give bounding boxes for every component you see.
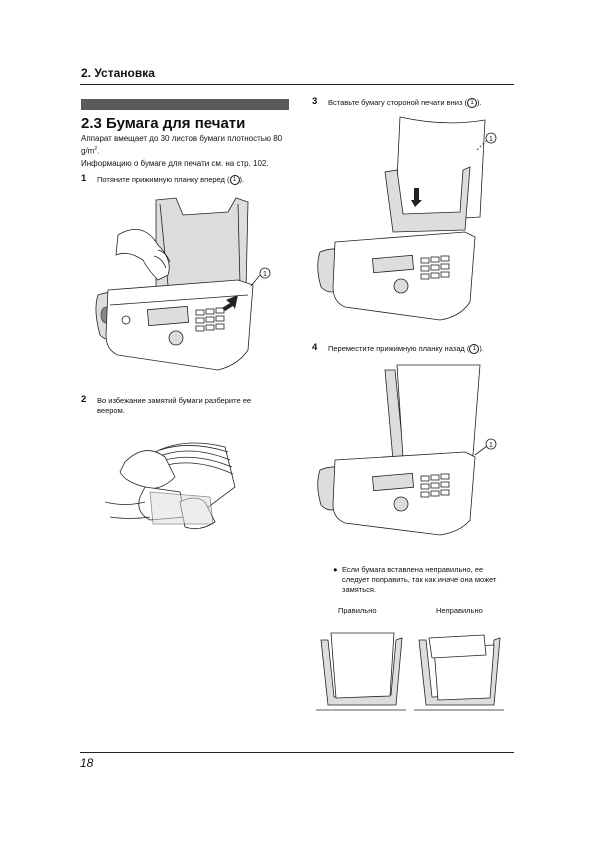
- callout-ref-icon: 1: [229, 175, 240, 186]
- note-line-3: замяться.: [342, 585, 377, 594]
- illustration-pull-lever: 1: [95, 197, 271, 371]
- page-number: 18: [80, 756, 94, 770]
- illustration-correct: [316, 632, 406, 711]
- step-3-number: 3: [312, 96, 318, 107]
- footer-rule: [80, 752, 514, 753]
- step-4-end: ).: [479, 344, 484, 353]
- intro-line-1: Аппарат вмещает до 30 листов бумаги плот…: [81, 134, 283, 143]
- callout-ref-icon: 1: [469, 344, 480, 355]
- step-4-label: Переместите прижимную планку назад (: [328, 344, 470, 353]
- intro-paragraph: Аппарат вмещает до 30 листов бумаги плот…: [81, 133, 282, 169]
- step-2-number: 2: [81, 394, 87, 405]
- illustration-insert-paper: 1: [317, 116, 497, 321]
- unit-period: .: [97, 146, 100, 156]
- section-bar: [81, 99, 289, 110]
- step-3-label: Вставьте бумагу стороной печати вниз (: [328, 98, 468, 107]
- step-4-number: 4: [312, 342, 318, 353]
- callout-number: 1: [489, 442, 493, 449]
- step-1-text: Потяните прижимную планку вперед (1).: [97, 175, 245, 186]
- unit-text: g/m: [81, 146, 95, 156]
- running-header: 2. Установка: [81, 66, 155, 80]
- intro-line-3: Информацию о бумаге для печати см. на ст…: [81, 158, 269, 168]
- step-4-text: Переместите прижимную планку назад (1).: [328, 344, 484, 355]
- label-correct: Правильно: [338, 606, 377, 615]
- step-2-text: Во избежание замятий бумаги разберите ее…: [97, 396, 251, 416]
- step-3-end: ).: [477, 98, 482, 107]
- callout-ref-icon: 1: [467, 98, 478, 109]
- note-line-1: Если бумага вставлена неправильно, ее: [342, 565, 484, 574]
- illustration-fan-paper: [105, 442, 236, 530]
- step-1-end: ).: [239, 175, 245, 184]
- label-incorrect: Неправильно: [436, 606, 483, 615]
- callout-number: 1: [263, 271, 267, 278]
- intro-line-2: g/m2.: [81, 144, 282, 157]
- note-text: Если бумага вставлена неправильно, ее сл…: [342, 565, 497, 595]
- section-title: 2.3 Бумага для печати: [81, 115, 246, 132]
- step-3-text: Вставьте бумагу стороной печати вниз (1)…: [328, 98, 482, 109]
- note-bullet: ●: [333, 565, 338, 574]
- step-1-label: Потяните прижимную планку вперед (: [97, 175, 230, 184]
- illustration-push-lever: 1: [317, 364, 497, 536]
- note-line-2: следует поправить, так как иначе она мож…: [342, 575, 497, 584]
- step-1-number: 1: [81, 173, 87, 184]
- step-2-line-1: Во избежание замятий бумаги разберите ее: [97, 396, 252, 405]
- illustration-incorrect: [414, 634, 504, 711]
- header-rule: [80, 84, 514, 85]
- callout-number: 1: [489, 136, 493, 143]
- unit-superscript: 2: [94, 146, 98, 152]
- step-2-line-2: веером.: [97, 406, 125, 415]
